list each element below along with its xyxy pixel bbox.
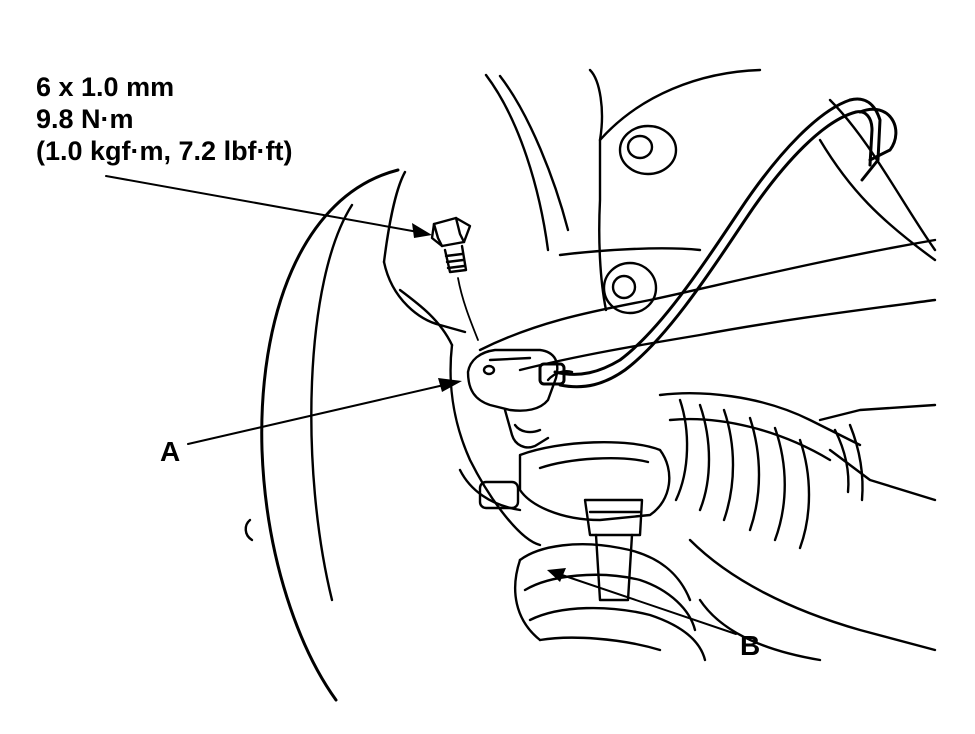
bolt-arrowhead: [412, 223, 432, 238]
callout-b-leader-line: [561, 574, 737, 635]
callout-a-leader-line: [187, 384, 445, 445]
cv-joint-boot: [658, 392, 937, 662]
callout-b-arrowhead: [547, 568, 566, 582]
dust-boot: [513, 543, 707, 662]
sensor-wire-harness: [538, 97, 898, 389]
callout-a-arrowhead: [438, 378, 462, 392]
sensor-mounting-bolt: [430, 216, 479, 341]
torque-alt-label: (1.0 kgf·m, 7.2 lbf·ft): [36, 136, 293, 166]
callout-label-a: A: [160, 436, 181, 467]
bolt-size-label: 6 x 1.0 mm: [36, 72, 175, 102]
torque-nm-label: 9.8 N·m: [36, 104, 134, 134]
brake-disc: [244, 73, 570, 702]
ball-joint-stud: [583, 498, 644, 602]
leader-lines: [105, 175, 737, 635]
lower-arm: [458, 441, 671, 522]
bolt-leader-line: [105, 175, 419, 233]
steering-knuckle: [382, 68, 937, 547]
